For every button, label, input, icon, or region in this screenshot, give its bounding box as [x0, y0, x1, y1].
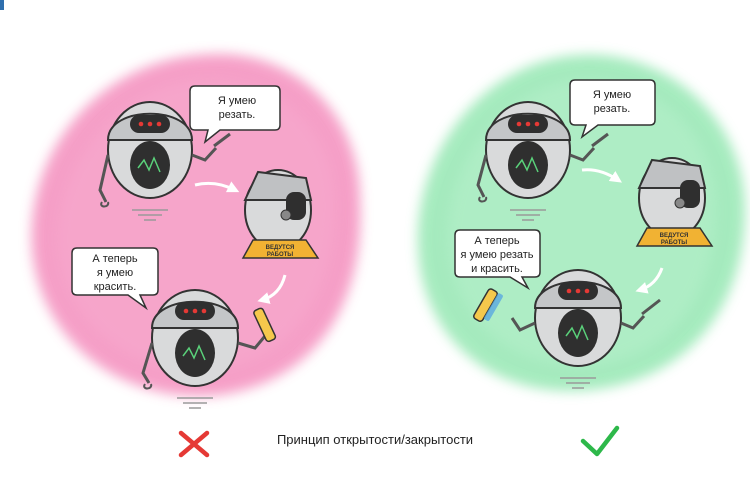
bubble-bottom-right-line-3: и красить. [471, 263, 523, 275]
arrow-1-left [194, 181, 240, 193]
bubble-top-left: Я умею резать. [189, 85, 281, 144]
sign-right-line-1: ВЕДУТСЯ [660, 233, 689, 239]
arrow-1-right [581, 168, 622, 183]
bubble-top-left-line-2: резать. [219, 109, 256, 121]
sign-left-line-2: РАБОТЫ [267, 252, 293, 258]
left-panel: Я умею резать. ВЕДУТСЯ РАБОТЫ А теперь я… [31, 53, 361, 409]
sign-right-line-2: РАБОТЫ [661, 240, 687, 246]
arrow-2-left [257, 274, 287, 304]
bubble-top-right: Я умею резать. [569, 79, 656, 140]
robot-under-construction-right: ВЕДУТСЯ РАБОТЫ [635, 157, 714, 247]
robot-under-construction-left: ВЕДУТСЯ РАБОТЫ [241, 169, 320, 259]
right-panel: Я умею резать. ВЕДУТСЯ РАБОТЫ А теперь я… [417, 54, 745, 392]
bubble-bottom-left-line-3: красить. [94, 281, 137, 293]
bubble-top-right-line-1: Я умею [593, 89, 631, 101]
bubble-bottom-right: А теперь я умею резать и красить. [454, 229, 541, 291]
bubble-bottom-left-line-1: А теперь [92, 253, 138, 265]
bubble-bottom-left-line-2: я умею [97, 267, 133, 279]
robot-bottom-right [473, 269, 661, 389]
bubble-bottom-right-line-1: А теперь [474, 235, 520, 247]
bubble-bottom-right-line-2: я умею резать [460, 249, 533, 261]
sign-left-line-1: ВЕДУТСЯ [266, 245, 295, 251]
bubble-top-right-line-2: резать. [594, 103, 631, 115]
robot-top-right [476, 101, 609, 221]
robot-bottom-left [141, 289, 277, 409]
bubble-bottom-left: А теперь я умею красить. [71, 247, 159, 311]
diagram-caption: Принцип открытости/закрытости [276, 432, 474, 447]
top-accent-bar [0, 0, 4, 10]
cross-icon [178, 430, 210, 458]
bubble-top-left-line-1: Я умею [218, 95, 256, 107]
arrow-2-right [635, 267, 664, 294]
check-icon [580, 425, 620, 457]
robot-top [98, 101, 231, 221]
